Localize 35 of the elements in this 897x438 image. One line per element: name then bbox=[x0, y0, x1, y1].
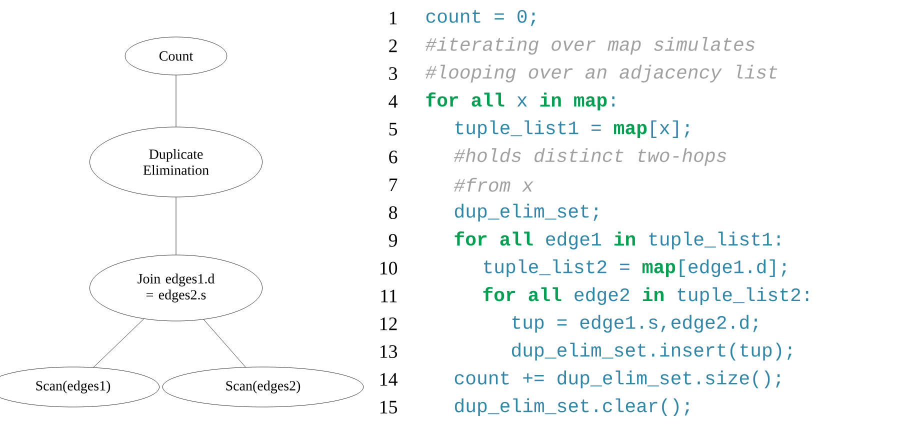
ellipse-node: Count bbox=[124, 36, 228, 76]
ellipse-node: Join edges1.d = edges2.s bbox=[90, 254, 262, 322]
code-line: dup_elim_set.clear(); bbox=[455, 398, 689, 416]
line-number: 1 bbox=[390, 12, 397, 24]
line-number: 7 bbox=[390, 178, 398, 192]
code-line: for all x in map: bbox=[426, 92, 614, 110]
line-number: 13 bbox=[380, 345, 398, 358]
code-comment: #iterating over map simulates bbox=[425, 36, 755, 55]
code-line: for all edge1 in tuple_list1: bbox=[454, 231, 780, 250]
line-number: 8 bbox=[389, 206, 398, 219]
line-number: 11 bbox=[381, 290, 397, 302]
code-line: tuple_list1 = map[x]; bbox=[455, 120, 690, 138]
code-line: count = 0; bbox=[426, 10, 536, 26]
code-comment: #looping over an adjacency list bbox=[425, 64, 778, 82]
code-line: count += dup_elim_set.size(); bbox=[454, 370, 780, 388]
ellipse-node: Duplicate Elimination bbox=[90, 126, 262, 198]
line-number: 5 bbox=[389, 122, 398, 136]
code-line: dup_elim_set; bbox=[455, 204, 598, 222]
line-number: 10 bbox=[380, 262, 398, 275]
code-comment: #from x bbox=[454, 178, 534, 192]
line-number: 3 bbox=[389, 67, 398, 80]
code-line: for all edge2 in tuple_list2: bbox=[483, 287, 808, 305]
code-line: tup = edge1.s,edge2.d; bbox=[512, 314, 758, 333]
code-line: dup_elim_set.insert(tup); bbox=[512, 342, 792, 360]
line-number: 15 bbox=[380, 400, 398, 414]
line-number: 6 bbox=[389, 150, 398, 164]
code-line: tuple_list2 = map[edge1.d]; bbox=[484, 259, 786, 278]
connector-line bbox=[203, 319, 246, 368]
code-comment: #holds distinct two-hops bbox=[454, 148, 726, 166]
line-number: 2 bbox=[389, 40, 397, 52]
line-number: 4 bbox=[388, 95, 398, 108]
ellipse-node: Scan(edges2) bbox=[162, 366, 364, 408]
connector-line bbox=[93, 318, 144, 368]
line-number: 9 bbox=[388, 234, 398, 247]
line-number: 12 bbox=[380, 318, 397, 330]
